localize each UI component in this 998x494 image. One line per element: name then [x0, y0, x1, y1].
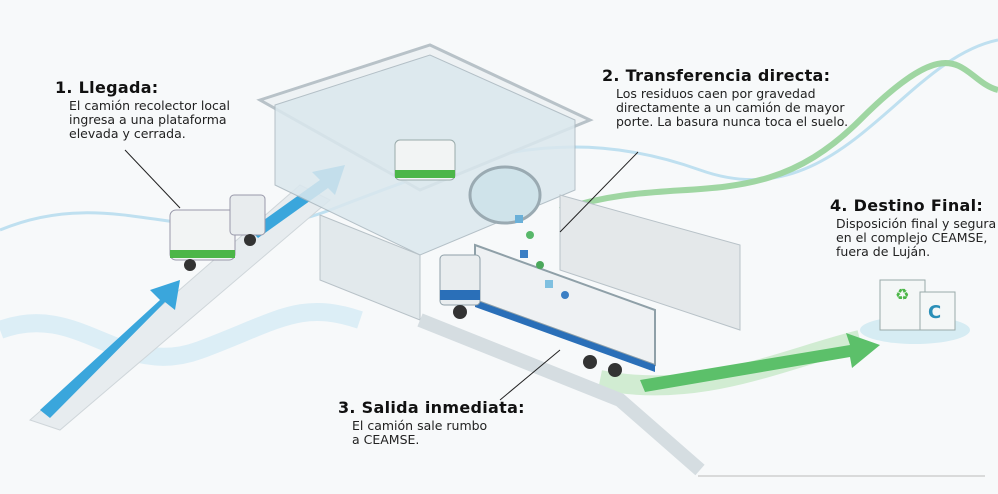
step-2-title: 2. Transferencia directa:	[602, 66, 831, 85]
green-wave	[559, 60, 998, 213]
step-4-title: 4. Destino Final:	[830, 196, 984, 215]
transfer-truck	[439, 243, 656, 377]
green-arrow	[640, 333, 880, 392]
tunnel-wall	[559, 194, 741, 331]
leader-line-2	[559, 151, 639, 233]
exit-road	[417, 313, 705, 476]
leader-line-1	[124, 149, 181, 209]
step-4-text: Disposición final y segura en el complej…	[836, 216, 997, 259]
step-3-callout: 3. Salida inmediata: El camión sale rumb…	[338, 398, 558, 447]
recycle-icon: ♻	[895, 285, 909, 304]
step-4-callout: 4. Destino Final: Disposición final y se…	[830, 196, 998, 259]
ceamse-logo-icon: C	[928, 302, 941, 323]
blue-arrow	[40, 280, 180, 418]
step-3-title: 3. Salida inmediata:	[338, 398, 525, 417]
step-1-callout: 1. Llegada: El camión recolector local i…	[55, 78, 255, 141]
step-3-text: El camión sale rumbo a CEAMSE.	[352, 418, 488, 447]
step-2-callout: 2. Transferencia directa: Los residuos c…	[602, 66, 862, 129]
leader-line-3	[499, 349, 561, 401]
falling-waste	[515, 215, 569, 299]
step-1-title: 1. Llegada:	[55, 78, 159, 97]
step-1-text: El camión recolector local ingresa a una…	[69, 98, 230, 141]
ceamse-facility: ♻ C	[860, 279, 970, 344]
blue-wave-low	[0, 302, 363, 366]
step-2-text: Los residuos caen por gravedad directame…	[616, 86, 849, 129]
collector-truck	[169, 194, 266, 271]
truck-stripe	[395, 170, 455, 178]
chute	[468, 165, 542, 225]
